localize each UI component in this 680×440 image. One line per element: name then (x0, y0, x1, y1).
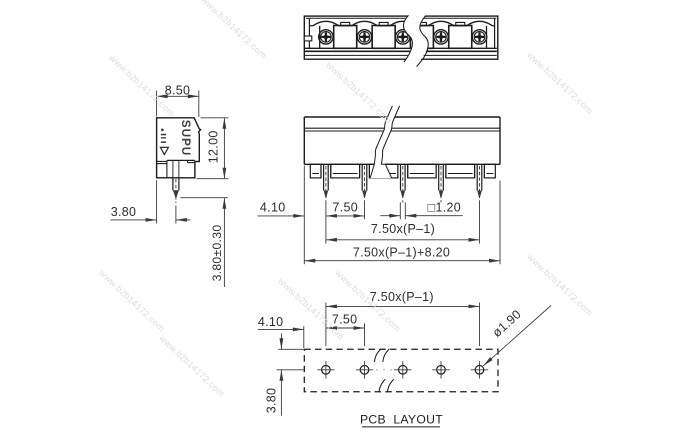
svg-text:www.b2b14172.com: www.b2b14172.com (324, 59, 394, 126)
svg-text:7.50x(P–1): 7.50x(P–1) (371, 222, 435, 236)
svg-text:PCB LAYOUT: PCB LAYOUT (360, 412, 443, 426)
svg-text:www.b2b14172.com: www.b2b14172.com (199, 0, 269, 61)
svg-text:www.b2b14172.com: www.b2b14172.com (276, 275, 346, 342)
svg-text:7.50x(P–1)+8.20: 7.50x(P–1)+8.20 (353, 245, 450, 259)
svg-text:4.10: 4.10 (260, 201, 286, 215)
svg-text:www.b2b14172.com: www.b2b14172.com (157, 332, 227, 399)
svg-text:12.00: 12.00 (207, 130, 221, 163)
svg-text:3.80: 3.80 (264, 388, 278, 414)
svg-text:□1.20: □1.20 (428, 201, 461, 215)
svg-text:3.80: 3.80 (111, 205, 137, 219)
svg-text:www.b2b14172.com: www.b2b14172.com (525, 49, 595, 116)
svg-text:7.50: 7.50 (332, 313, 358, 327)
svg-text:ø1.90: ø1.90 (490, 307, 524, 340)
svg-text:3.80±0.30: 3.80±0.30 (210, 225, 224, 282)
svg-text:SUPU: SUPU (179, 120, 193, 156)
svg-text:7.50: 7.50 (332, 201, 358, 215)
svg-text:7.50x(P–1): 7.50x(P–1) (370, 290, 434, 304)
svg-text:8.50: 8.50 (165, 83, 191, 97)
svg-text:www.b2b14172.com: www.b2b14172.com (525, 251, 595, 318)
svg-text:4.10: 4.10 (258, 315, 284, 329)
svg-text:www.b2b14172.com: www.b2b14172.com (97, 267, 167, 334)
